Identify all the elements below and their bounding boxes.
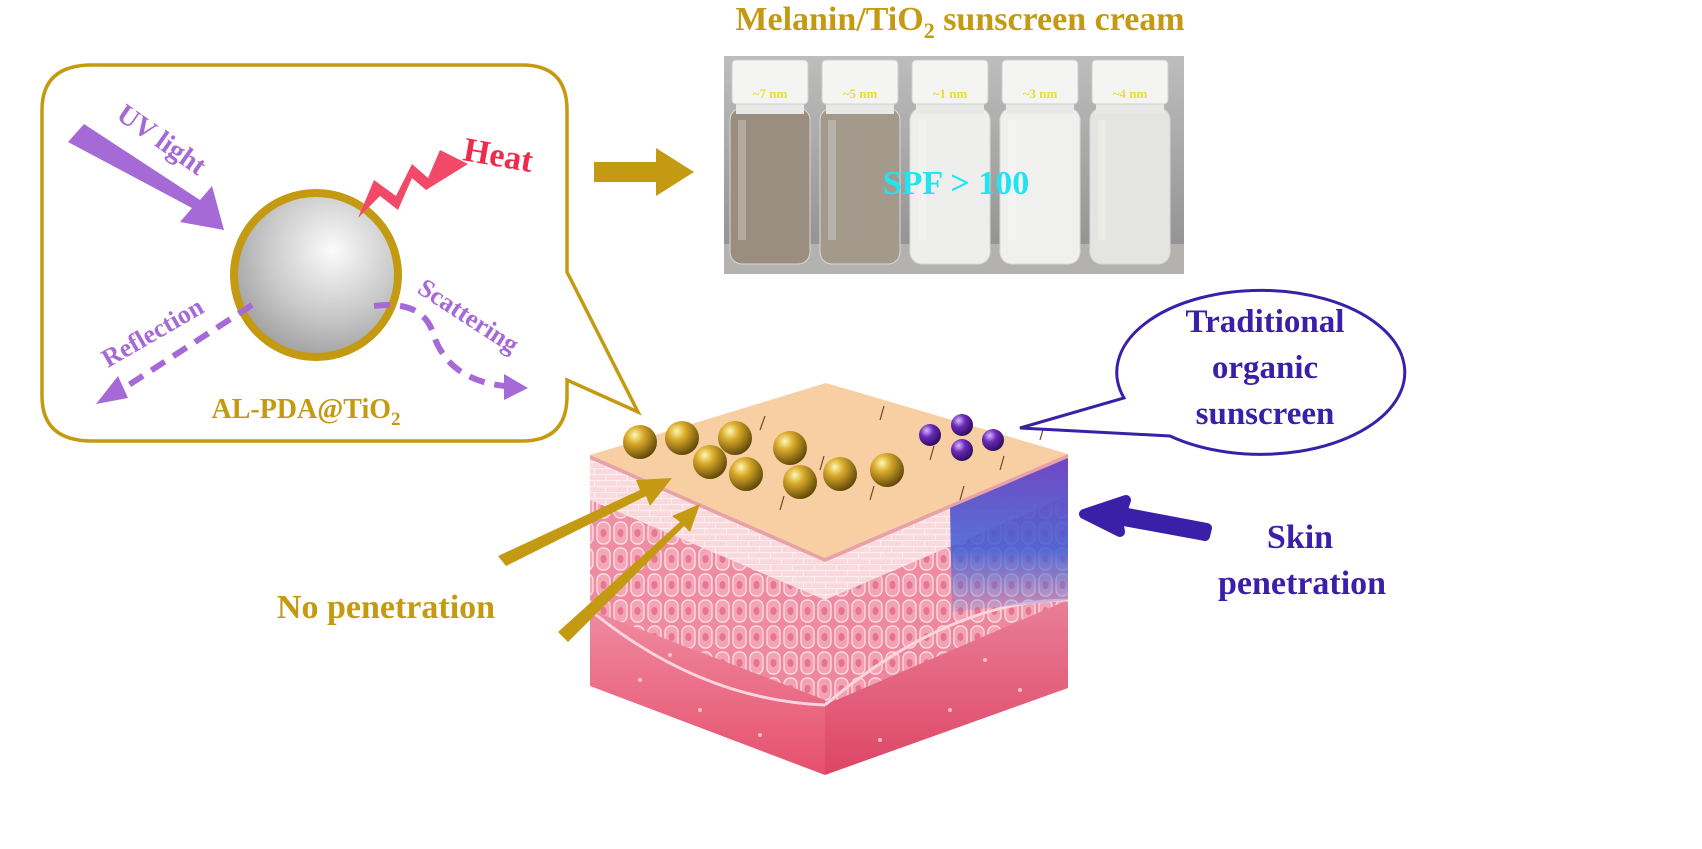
vial: ~3 nm [999,59,1081,265]
particle-label: AL-PDA@TiO2 [211,394,400,430]
callout-line-3: sunscreen [1196,396,1335,432]
scattering-arrow-icon [373,302,528,400]
reflection-arrow-icon [96,302,254,404]
vial-label: ~3 nm [1023,86,1058,101]
organic-sunscreen-molecules [919,414,1004,461]
vial: ~4 nm [1089,59,1171,265]
skin-block [590,383,1068,775]
vial: ~5 nm [819,59,901,265]
figure-title: Melanin/TiO2 sunscreen cream [735,1,1184,43]
tio2-particle [230,189,402,361]
vial-label: ~1 nm [933,86,968,101]
skin-penetration-label-2: penetration [1218,565,1386,602]
vials-photo: ~7 nm ~5 nm ~1 nm ~3 nm ~4 nm [724,56,1184,274]
no-penetration-arrows-icon [498,478,700,642]
skin-penetration-label-1: Skin [1267,519,1333,556]
uv-arrow-icon [68,124,224,230]
gold-nanoparticles [623,421,904,499]
spf-label: SPF > 100 [883,165,1030,202]
callout-line-1: Traditional [1186,304,1345,340]
right-arrow-icon [594,148,694,196]
vial-label: ~7 nm [753,86,788,101]
organic-sunscreen-callout [1019,288,1407,456]
skin-penetration-arrow-icon [1079,495,1212,541]
callout-line-2: organic [1212,350,1318,386]
vial-label: ~5 nm [843,86,878,101]
vial: ~1 nm [909,59,991,265]
vial-label: ~4 nm [1113,86,1148,101]
vial: ~7 nm [729,59,811,265]
heat-lightning-icon [358,150,468,218]
no-penetration-label: No penetration [277,589,495,626]
